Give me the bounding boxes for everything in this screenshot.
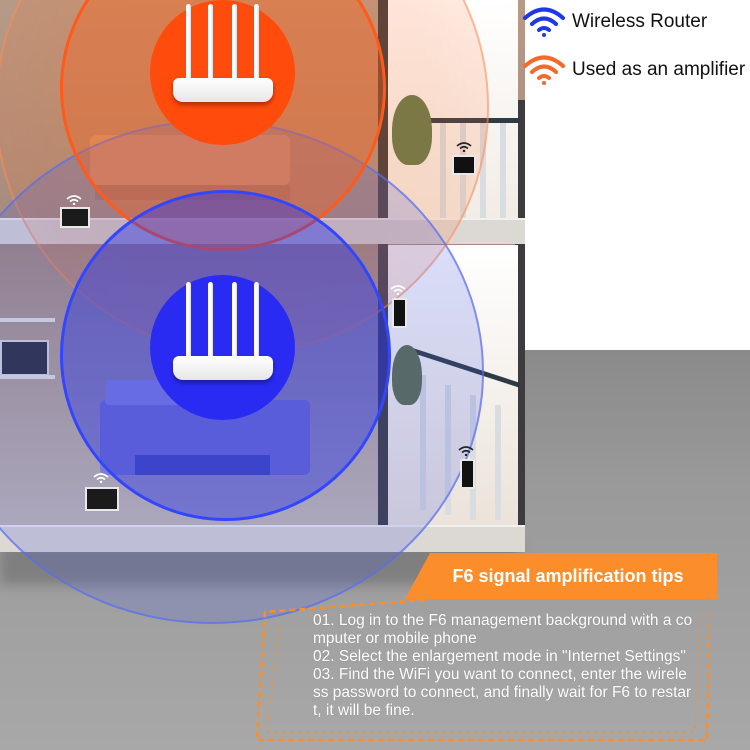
amplifier-core bbox=[150, 0, 295, 145]
baluster bbox=[470, 395, 476, 520]
antenna bbox=[186, 4, 191, 82]
tips-body: 01. Log in to the F6 management backgrou… bbox=[313, 612, 693, 720]
laptop-screen bbox=[85, 487, 119, 511]
tip-step-1: 01. Log in to the F6 management backgrou… bbox=[313, 612, 693, 647]
antenna bbox=[186, 282, 191, 360]
amplifier-router bbox=[168, 2, 278, 102]
antenna bbox=[232, 282, 237, 360]
legend-item-wireless-router: Wireless Router bbox=[522, 6, 707, 38]
wifi-icon bbox=[66, 195, 82, 205]
wifi-icon bbox=[458, 446, 474, 456]
wifi-icon bbox=[456, 142, 472, 152]
antenna bbox=[208, 4, 213, 82]
router-body bbox=[173, 356, 273, 380]
tip-step-3: 03. Find the WiFi you want to connect, e… bbox=[313, 666, 692, 719]
wifi-icon bbox=[93, 473, 109, 483]
legend-item-amplifier: Used as an amplifier bbox=[522, 54, 745, 86]
baluster bbox=[500, 123, 506, 218]
main-router bbox=[168, 280, 278, 380]
phone-screen bbox=[460, 459, 475, 489]
baluster bbox=[495, 405, 501, 520]
tips-frame bbox=[255, 598, 710, 742]
phone-screen bbox=[392, 298, 407, 328]
tips-title: F6 signal amplification tips bbox=[405, 553, 717, 599]
antenna bbox=[232, 4, 237, 82]
tablet-screen bbox=[452, 155, 476, 175]
laptop-screen bbox=[60, 207, 90, 228]
antenna bbox=[254, 4, 259, 82]
antenna bbox=[208, 282, 213, 360]
legend-label: Used as an amplifier bbox=[572, 59, 746, 80]
house-wall bbox=[515, 100, 525, 530]
wifi-icon bbox=[523, 55, 565, 85]
router-body bbox=[173, 78, 273, 102]
baluster bbox=[480, 123, 486, 218]
router-core bbox=[150, 275, 295, 420]
antenna bbox=[254, 282, 259, 360]
wifi-icon bbox=[523, 7, 565, 37]
wifi-icon bbox=[390, 285, 406, 295]
tip-step-2: 02. Select the enlargement mode in "Inte… bbox=[313, 648, 686, 665]
legend-label: Wireless Router bbox=[572, 11, 708, 32]
